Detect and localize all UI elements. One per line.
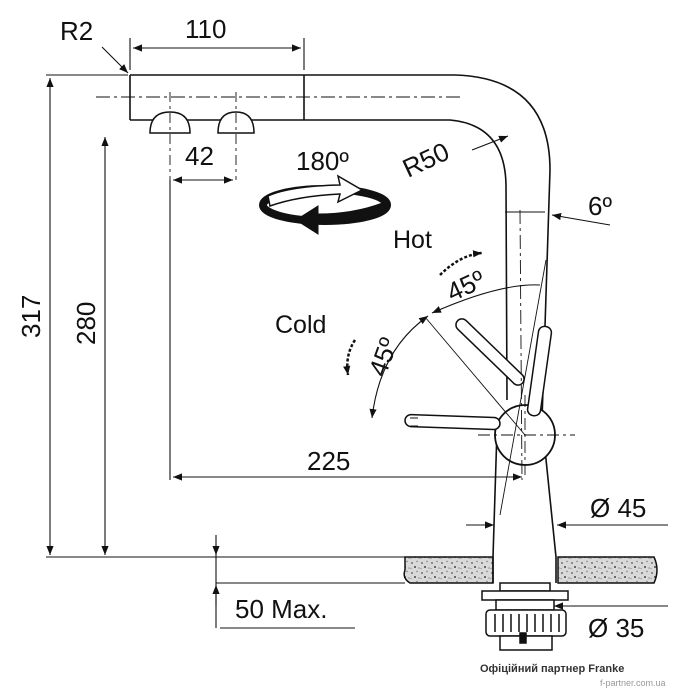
footer-url: f-partner.com.ua [600, 678, 666, 688]
spout-nozzles [149, 111, 255, 134]
dimension-lines [46, 38, 668, 629]
label-radius-small: R2 [60, 16, 93, 46]
label-hot-angle: 45º [442, 264, 490, 308]
mounting-fittings [481, 582, 569, 651]
countertop [403, 556, 658, 584]
footer-brand: Офіційний партнер Franke [480, 663, 625, 675]
label-hot: Hot [393, 226, 432, 254]
lever-tip-stripes [410, 417, 418, 427]
label-body-diameter: Ø 45 [590, 493, 646, 523]
rotation-arrow-icon [259, 174, 391, 235]
handle-hub [478, 395, 575, 475]
label-spacing: 42 [185, 141, 214, 171]
label-mount-thickness: 50 Max. [235, 594, 328, 624]
label-spout-height: 280 [71, 302, 101, 345]
label-reach: 225 [307, 446, 350, 476]
label-spout-length: 110 [185, 14, 226, 44]
label-rotation: 180º [296, 146, 349, 176]
label-radius-bend: R50 [398, 136, 454, 183]
faucet-body [129, 74, 557, 583]
label-cold: Cold [275, 311, 326, 339]
label-cold-angle: 45º [362, 333, 404, 380]
label-total-height: 317 [16, 295, 46, 338]
lever-handles [404, 318, 553, 431]
label-tilt-angle: 6º [588, 191, 612, 221]
label-hole-diameter: Ø 35 [588, 613, 644, 643]
